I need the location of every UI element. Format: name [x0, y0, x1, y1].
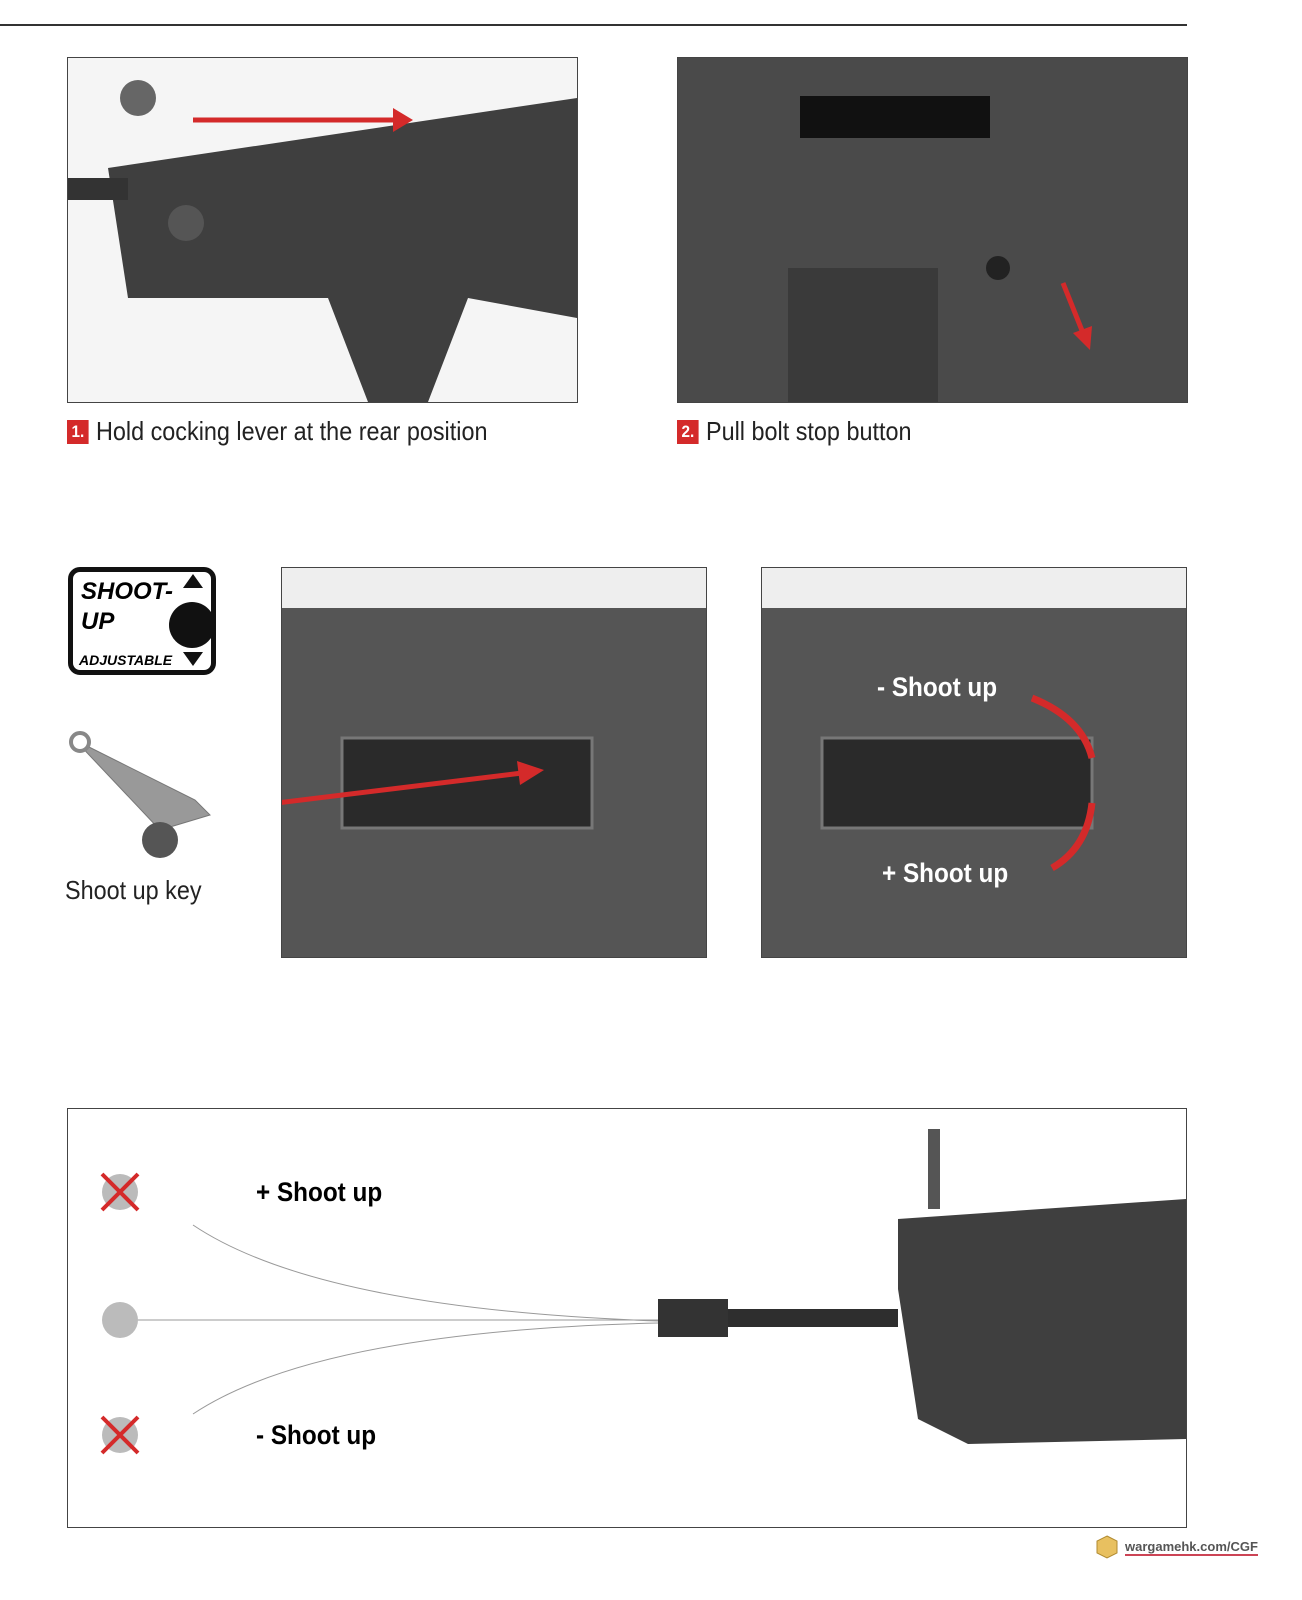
arrow-up-icon — [183, 574, 203, 588]
top-rule — [0, 24, 1187, 26]
step-text: Hold cocking lever at the rear position — [95, 416, 488, 446]
minus-shoot-up-label: - Shoot up — [877, 672, 998, 702]
shoot-up-key-image — [69, 731, 211, 858]
photo-bolt-stop — [677, 57, 1188, 403]
shoot-up-key-caption: Shoot up key — [65, 875, 202, 905]
plus-shoot-up-label: + Shoot up — [882, 858, 1009, 888]
step-2-caption: 2. Pull bolt stop button — [677, 416, 912, 447]
badge-line-3: ADJUSTABLE — [79, 652, 173, 668]
step-number: 2. — [677, 419, 699, 444]
hit-target-icon — [102, 1302, 138, 1338]
logo-icon — [1096, 1535, 1118, 1559]
miss-low-target-icon — [100, 1415, 140, 1455]
photo-adjust-direction: - Shoot up + Shoot up — [761, 567, 1187, 958]
badge-line-1: SHOOT- — [81, 578, 174, 605]
watermark-text: wargamehk.com/CGF — [1125, 1538, 1258, 1556]
plus-shoot-up-diagram-label: + Shoot up — [256, 1177, 383, 1207]
step-number: 1. — [67, 419, 89, 444]
badge-line-2: UP — [81, 608, 115, 635]
photo-key-insertion — [281, 567, 707, 958]
shoot-up-adjustable-badge: SHOOT- UP ADJUSTABLE — [68, 567, 216, 675]
miss-high-target-icon — [100, 1172, 140, 1212]
arrow-down-icon — [183, 652, 203, 666]
minus-shoot-up-diagram-label: - Shoot up — [256, 1420, 377, 1450]
trajectory-diagram: + Shoot up - Shoot up — [67, 1108, 1187, 1528]
watermark: wargamehk.com/CGF — [1095, 1535, 1258, 1559]
step-1-caption: 1. Hold cocking lever at the rear positi… — [67, 416, 487, 447]
photo-cocking-lever — [67, 57, 578, 403]
dial-icon — [169, 602, 215, 648]
step-text: Pull bolt stop button — [705, 416, 912, 446]
